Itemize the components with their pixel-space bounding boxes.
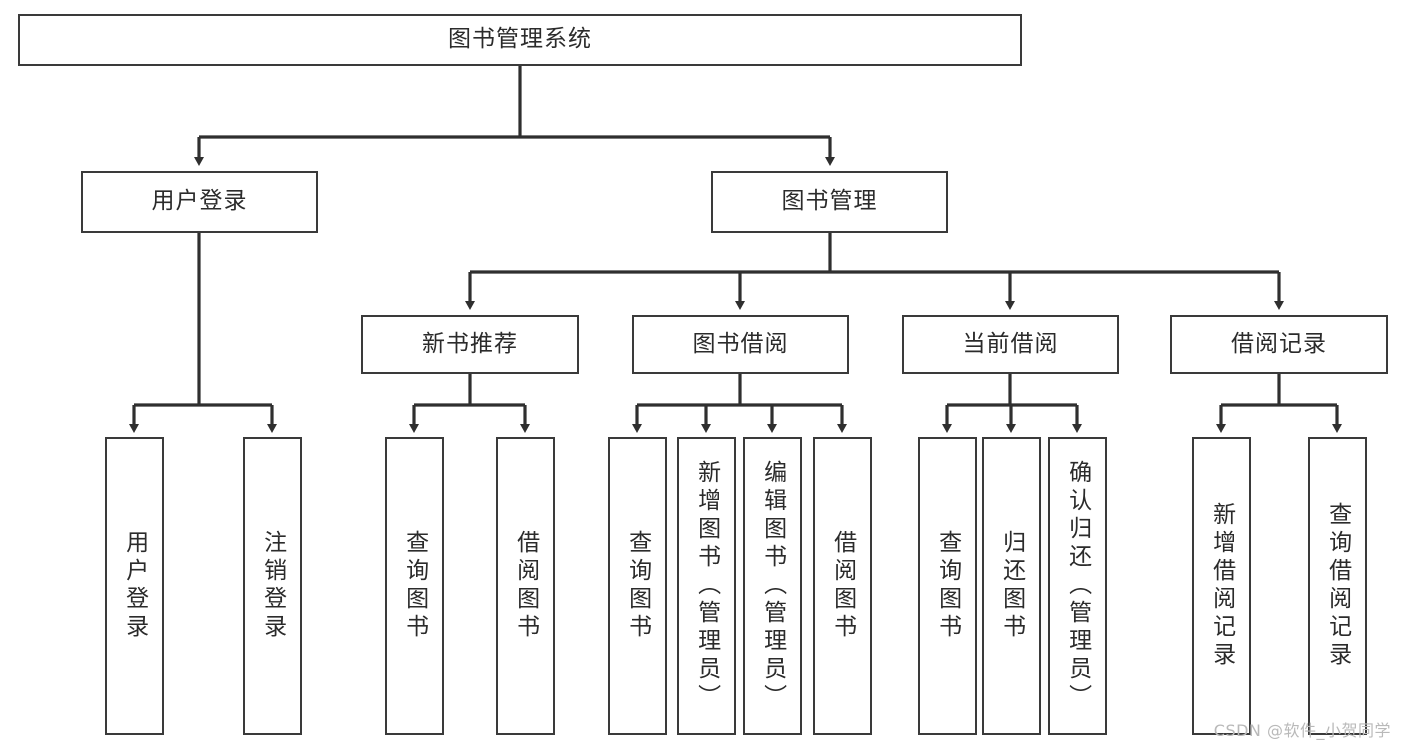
node-label: 用户登录 bbox=[151, 188, 248, 215]
leaf-book-borrow-query-book[interactable]: 查询图书 bbox=[608, 437, 667, 735]
node-label: 借阅记录 bbox=[1231, 330, 1327, 357]
node-label: 确认归还（管理员） bbox=[1064, 460, 1091, 712]
leaf-borrow-record-add-record[interactable]: 新增借阅记录 bbox=[1192, 437, 1251, 735]
node-label: 借阅图书 bbox=[829, 530, 856, 642]
node-label: 当前借阅 bbox=[962, 330, 1059, 357]
node-book-borrow[interactable]: 图书借阅 bbox=[632, 315, 849, 374]
node-label: 借阅图书 bbox=[512, 530, 539, 642]
node-label: 编辑图书（管理员） bbox=[759, 460, 786, 712]
leaf-borrow-record-query-record[interactable]: 查询借阅记录 bbox=[1308, 437, 1367, 735]
leaf-user-login-signin[interactable]: 用户登录 bbox=[105, 437, 164, 735]
leaf-book-borrow-edit-book-admin[interactable]: 编辑图书（管理员） bbox=[743, 437, 802, 735]
node-label: 用户登录 bbox=[121, 530, 148, 642]
leaf-current-borrow-confirm-return-admin[interactable]: 确认归还（管理员） bbox=[1048, 437, 1107, 735]
leaf-current-borrow-return-book[interactable]: 归还图书 bbox=[982, 437, 1041, 735]
leaf-new-book-query-book[interactable]: 查询图书 bbox=[385, 437, 444, 735]
node-root-book-management-system[interactable]: 图书管理系统 bbox=[18, 14, 1022, 66]
node-label: 查询图书 bbox=[401, 530, 428, 642]
node-label: 查询图书 bbox=[624, 530, 651, 642]
node-current-borrow[interactable]: 当前借阅 bbox=[902, 315, 1119, 374]
node-user-login[interactable]: 用户登录 bbox=[81, 171, 318, 233]
node-label: 查询借阅记录 bbox=[1324, 502, 1351, 670]
leaf-user-login-signout[interactable]: 注销登录 bbox=[243, 437, 302, 735]
node-label: 注销登录 bbox=[259, 530, 286, 642]
node-label: 图书管理 bbox=[781, 188, 878, 215]
leaf-book-borrow-borrow-book[interactable]: 借阅图书 bbox=[813, 437, 872, 735]
node-borrow-record[interactable]: 借阅记录 bbox=[1170, 315, 1388, 374]
node-label: 归还图书 bbox=[998, 530, 1025, 642]
node-label: 新增借阅记录 bbox=[1208, 502, 1235, 670]
leaf-new-book-borrow-book[interactable]: 借阅图书 bbox=[496, 437, 555, 735]
node-new-book-recommend[interactable]: 新书推荐 bbox=[361, 315, 579, 374]
csdn-watermark: CSDN @软件_小贺同学 bbox=[1213, 721, 1391, 740]
node-book-management[interactable]: 图书管理 bbox=[711, 171, 948, 233]
node-label: 新增图书（管理员） bbox=[693, 460, 720, 712]
node-label: 图书借阅 bbox=[692, 330, 789, 357]
node-label: 图书管理系统 bbox=[448, 26, 592, 53]
node-label: 查询图书 bbox=[934, 530, 961, 642]
node-label: 新书推荐 bbox=[422, 330, 518, 357]
leaf-book-borrow-add-book-admin[interactable]: 新增图书（管理员） bbox=[677, 437, 736, 735]
leaf-current-borrow-query-book[interactable]: 查询图书 bbox=[918, 437, 977, 735]
